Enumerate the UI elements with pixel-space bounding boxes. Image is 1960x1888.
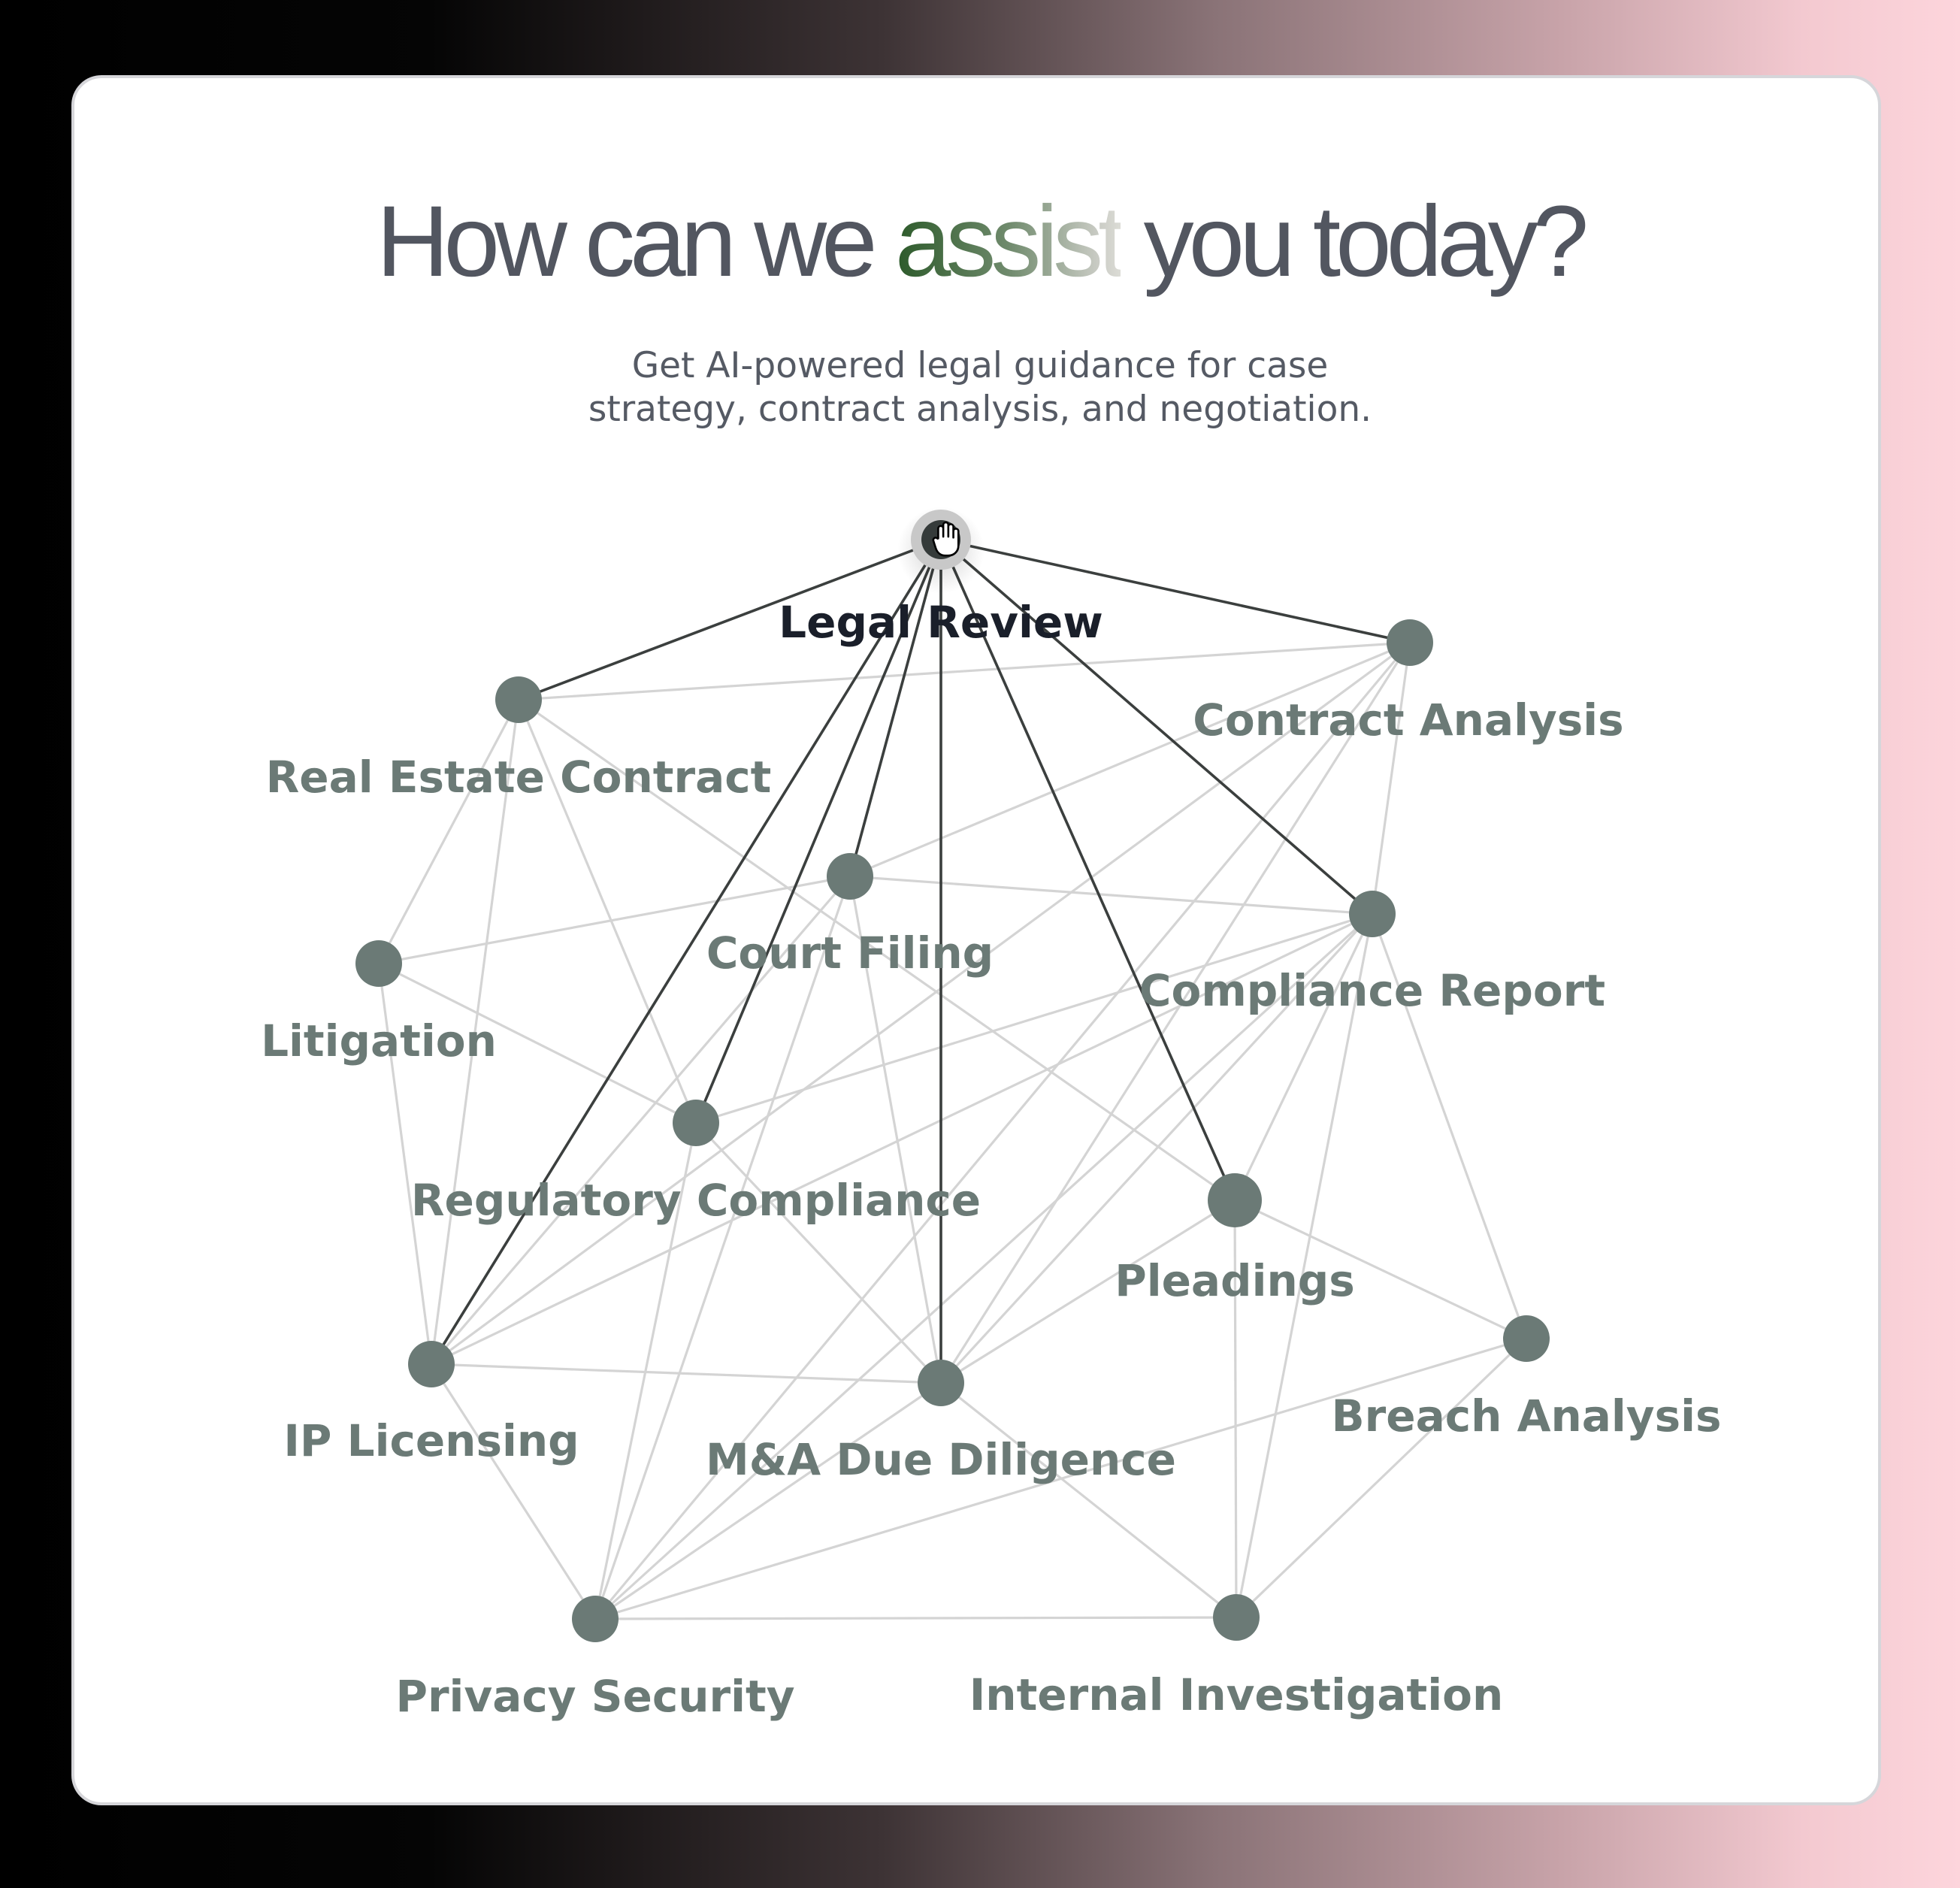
graph-edge [431,912,1373,1366]
graph-edge [940,1381,1237,1619]
graph-edge [849,641,1411,878]
active-graph-edges [430,538,1411,1383]
graph-edge [1233,913,1374,1201]
node-dot[interactable] [673,1100,719,1146]
graph-edge [431,1363,942,1384]
graph-edge [594,912,1374,1620]
active-graph-edge [939,539,1236,1201]
graph-edge [518,641,1411,701]
grab-hand-icon [932,521,960,557]
active-graph-edge [940,538,1411,644]
active-graph-edge [694,539,942,1124]
graph-edge [939,642,1411,1384]
node-label[interactable]: Internal Investigation [969,1669,1504,1720]
graph-edge [940,1199,1236,1384]
title-accent-word: assist [894,186,1127,298]
node-dot[interactable] [827,853,873,900]
graph-edge [1233,1200,1238,1618]
graph-edge [430,699,520,1365]
node-breach-analysis[interactable] [1503,1315,1550,1362]
node-compliance-report[interactable] [1349,891,1396,937]
node-manda-due-diligence[interactable] [918,1360,964,1406]
node-dot[interactable] [355,940,402,987]
graph-edge [377,699,520,964]
title-text-before: How can we [376,186,895,298]
node-label[interactable]: IP Licensing [283,1415,579,1466]
graph-edge [594,1616,1237,1620]
graph-edge [378,962,697,1124]
graph-edge [848,876,942,1384]
node-label[interactable]: Real Estate Contract [266,752,772,803]
node-dot[interactable] [1387,619,1433,666]
node-label[interactable]: Breach Analysis [1331,1390,1721,1442]
graph-edge [517,699,697,1124]
graph-edge [1371,913,1528,1339]
node-label[interactable]: Litigation [261,1015,497,1067]
active-graph-edge [518,538,942,701]
graph-edge [594,1381,942,1620]
node-label[interactable]: Privacy Security [395,1671,794,1722]
graph-edge [1235,913,1374,1618]
node-label[interactable]: Regulatory Compliance [411,1175,981,1226]
node-label[interactable]: Contract Analysis [1193,694,1623,746]
graph-edges [377,641,1528,1620]
node-label[interactable]: Compliance Report [1139,965,1605,1016]
node-label[interactable]: Court Filing [706,927,994,979]
node-privacy-security[interactable] [572,1596,619,1642]
node-internal-investigation[interactable] [1213,1594,1260,1641]
node-court-filing[interactable] [827,853,873,900]
subtitle-line-2: strategy, contract analysis, and negotia… [588,389,1372,430]
graph-edge [594,641,1411,1620]
node-pleadings[interactable] [1208,1173,1262,1227]
node-label[interactable]: M&A Due Diligence [706,1434,1176,1485]
graph-edge [594,876,851,1620]
graph-edge [1235,1337,1528,1619]
assistant-card [71,75,1881,1805]
active-graph-edge [939,538,1374,915]
graph-edge [1234,1199,1527,1340]
node-regulatory-compliance[interactable] [673,1100,719,1146]
node-dot[interactable] [495,676,542,723]
node-litigation[interactable] [355,940,402,987]
node-dot[interactable] [918,1360,964,1406]
graph-edge [1371,642,1411,915]
node-dot[interactable] [1213,1594,1260,1641]
node-dot[interactable] [1503,1315,1550,1362]
graph-edge [849,875,1373,915]
node-dot[interactable] [1208,1173,1262,1227]
graph-edge [431,641,1411,1366]
node-dot[interactable] [408,1341,455,1387]
graph-edge [378,875,851,965]
page-title: How can we assist you today? [0,192,1960,292]
node-dot[interactable] [1349,891,1396,937]
graph-edge [430,1363,597,1620]
active-graph-edge [430,539,942,1365]
node-dot[interactable] [572,1596,619,1642]
graph-edge [939,912,1374,1384]
node-real-estate-contract[interactable] [495,676,542,723]
graph-edge [695,912,1373,1124]
node-label[interactable]: Pleadings [1115,1255,1355,1306]
node-ip-licensing[interactable] [408,1341,455,1387]
graph-edge [518,698,1236,1202]
title-text-after: you today? [1121,186,1589,298]
node-label[interactable]: Legal Review [779,597,1103,648]
active-graph-edge [848,539,942,877]
subtitle-line-1: Get AI-powered legal guidance for case [631,345,1329,386]
graph-edge [430,875,851,1366]
node-contract-analysis[interactable] [1387,619,1433,666]
graph-edge [694,1121,942,1384]
graph-nodes[interactable] [355,507,1550,1642]
page-subtitle: Get AI-powered legal guidance for case s… [0,344,1960,431]
graph-edge [377,963,433,1365]
